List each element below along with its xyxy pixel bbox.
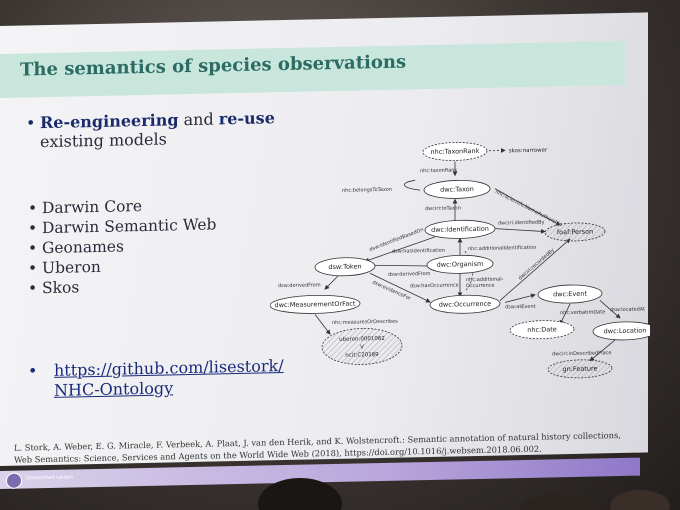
node-gnfeature [547, 359, 613, 379]
audience-head [520, 494, 600, 510]
edge-identifiedbased [364, 236, 436, 263]
edge-measures [314, 314, 331, 335]
edge-belongsto [403, 179, 421, 191]
bullet-dot: • [26, 113, 36, 133]
github-link-line1[interactable]: https://github.com/lisestork/ [54, 356, 284, 380]
label-hasrank: nhc:taxonRank [420, 167, 457, 174]
node-occurrence [429, 294, 501, 314]
label-additionalid: nhc:additionalIdentification [468, 245, 536, 252]
label-measures: nhc:measuresOrDescribes [332, 319, 398, 326]
node-event [537, 284, 603, 304]
edge-recordedby [499, 238, 571, 301]
label-identifiedby: dwciri:identifiedBy [498, 220, 545, 227]
node-token [314, 257, 376, 277]
node-uberon [321, 327, 403, 365]
edge-atevent [504, 293, 536, 303]
edge-derivedfrom [369, 262, 431, 268]
node-event-label: dwc:Event [553, 290, 587, 299]
node-identification-label: dwc:Identification [431, 225, 489, 234]
node-measurement [270, 294, 361, 314]
bullet-rest: existing models [40, 129, 167, 152]
label-hasoccurrence: dsw:hasOccurrence [410, 282, 459, 289]
audience-head [258, 478, 342, 510]
node-foafperson-label: foaf:Person [557, 228, 593, 237]
node-taxonrank-label: nhc:TaxonRank [431, 147, 480, 156]
list-item-label: Uberon [42, 257, 101, 278]
slide-title: The semantics of species observations [20, 51, 407, 81]
node-measurement-label: dwc:MeasurementOrFact [275, 300, 356, 310]
list-item-label: Geonames [42, 237, 124, 258]
bullet-and: and [183, 109, 214, 130]
node-nhcdate [509, 320, 575, 340]
list-item-label: Darwin Semantic Web [42, 215, 217, 238]
label-recordedby: dwciri:recordedBy [517, 247, 555, 281]
node-uberon-label1: uberon:0001062 [339, 336, 385, 343]
edge-evidencefor [369, 272, 431, 303]
label-additionaloccurrence1: nhc:additional- [466, 276, 504, 283]
edge-indescribedplace [589, 339, 616, 362]
main-bullet-text: Re-engineering and re-use existing model… [40, 108, 275, 151]
list-item: •Skos [28, 278, 80, 298]
label-hasidentification: dsw:hasIdentification [392, 248, 445, 255]
bullet-bold-reuse: re-use [218, 108, 275, 129]
edge-additionalid [464, 251, 473, 292]
label-verbatimdate: nhc:verbatimDate [560, 309, 605, 316]
node-taxon [423, 180, 491, 199]
label-derivedfrom: dsw:derivedFrom [388, 271, 431, 278]
model-list: •Darwin Core •Darwin Semantic Web •Geona… [28, 195, 216, 299]
node-skos-label: skos:narrower [509, 148, 548, 155]
node-uberon-label2: V [360, 344, 364, 350]
list-item-label: Darwin Core [42, 197, 142, 218]
audience-heads [258, 478, 670, 510]
edge-derivedfrom2 [324, 273, 341, 290]
node-organism-label: dwc:Organism [437, 260, 484, 269]
slide-title-band: The semantics of species observations [0, 40, 625, 98]
label-belongstotaxon: nhc:belongsToTaxon [342, 187, 392, 194]
node-taxon-label: dwc:Taxon [440, 185, 474, 194]
label-indescribedplace: dwciri:inDescribedPlace [552, 350, 612, 357]
node-token-label: dsw:Token [328, 262, 361, 271]
label-atevent: dsw:atEvent [505, 304, 536, 311]
node-gnfeature-label: gn:Feature [563, 364, 598, 373]
label-additionaloccurrence2: Occurrence [466, 283, 495, 290]
edge-authorship [494, 188, 561, 226]
node-location-label: dwc:Location [604, 326, 647, 335]
label-totaxon: dwciri:toTaxon [425, 205, 461, 212]
audience-head [610, 490, 670, 510]
node-foafperson [544, 222, 606, 242]
bullet-dot: • [28, 361, 38, 381]
node-location [592, 321, 650, 341]
node-identification [424, 219, 496, 239]
ontology-graph: nhc:taxonRank nhc:belongsToTaxon nhc:sci… [270, 142, 650, 379]
github-link-line2[interactable]: NHC-Ontology [54, 378, 174, 400]
node-uberon-label3: ncit:C20189 [345, 352, 379, 359]
edge-verbatimdate [559, 303, 571, 325]
node-occurrence-label: dwc:Occurrence [439, 300, 491, 309]
label-derivedfrom2: dsw:derivedFrom [278, 282, 321, 289]
node-organism [426, 254, 494, 274]
projector-screen: The semantics of species observations • … [0, 12, 650, 489]
edge-locatedat [599, 300, 621, 319]
node-nhcdate-label: nhc:Date [527, 325, 557, 334]
label-locatedat: dsw:locatedAt [610, 306, 645, 313]
list-item-label: Skos [42, 278, 80, 298]
node-taxonrank [422, 142, 488, 161]
edge-identifiedby [494, 228, 546, 234]
